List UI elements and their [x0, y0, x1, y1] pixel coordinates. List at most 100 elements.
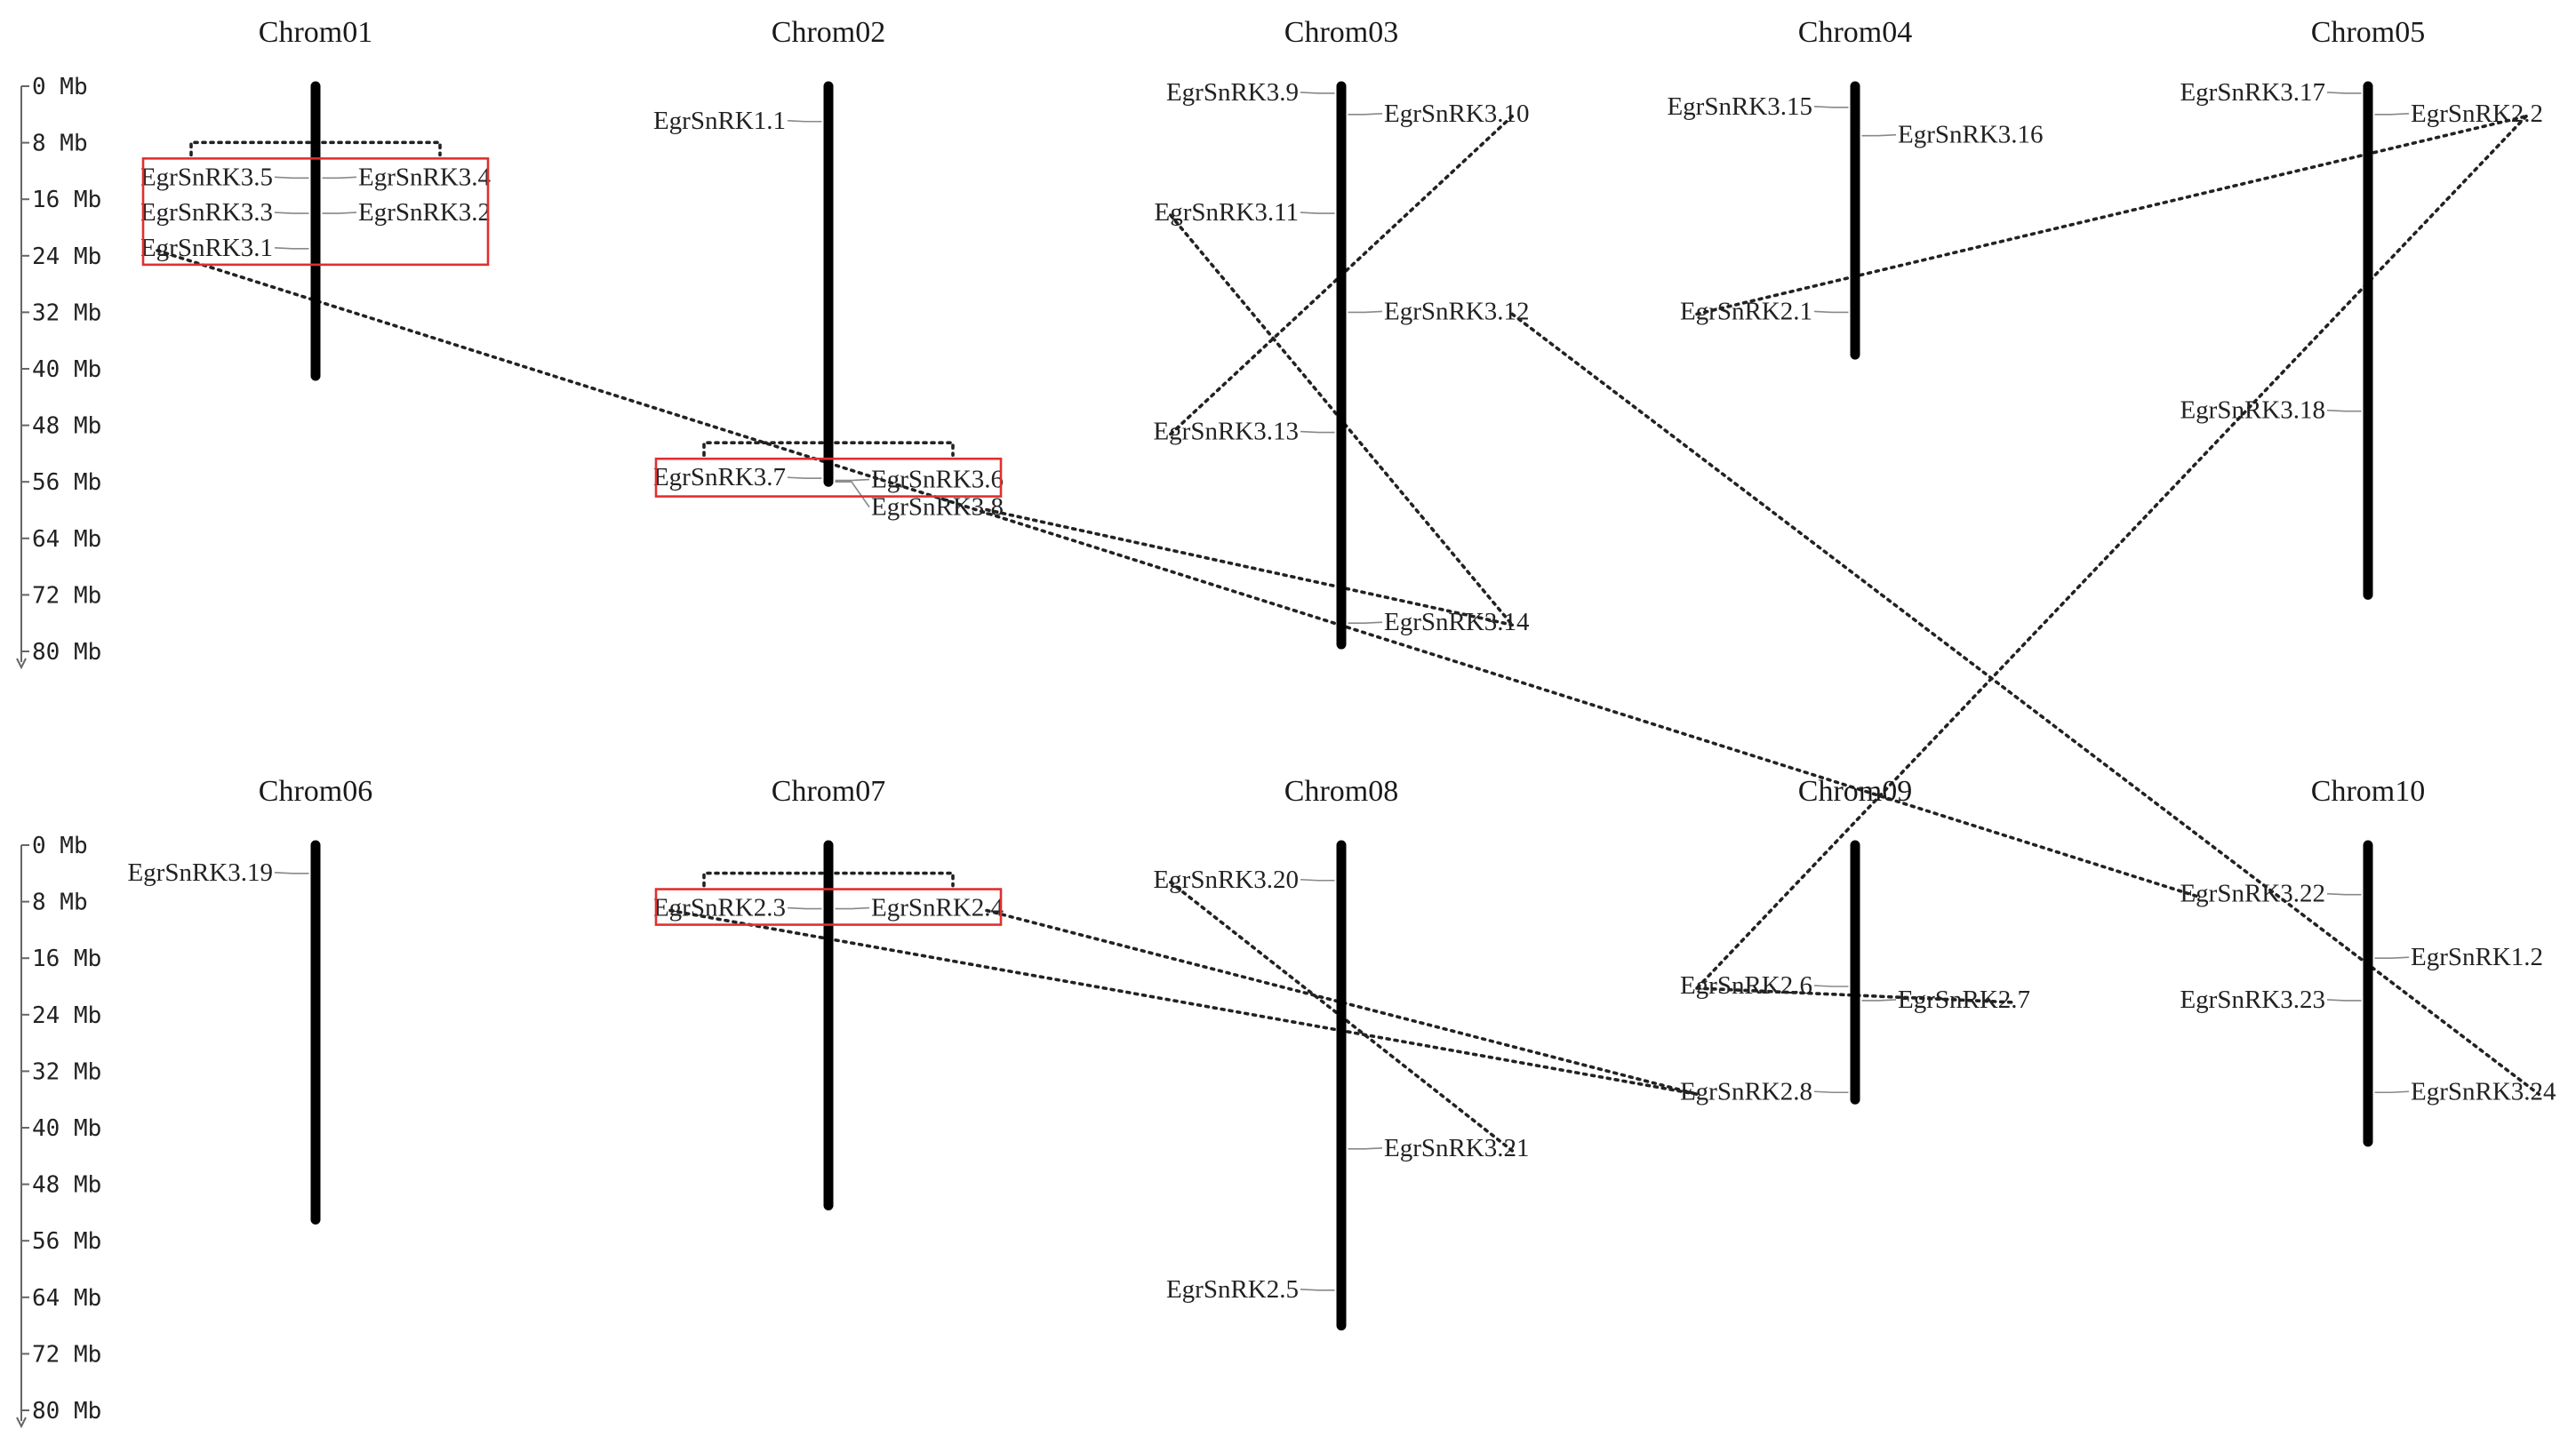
- gene-label-egrsnrk2-1: EgrSnRK2.1: [1680, 297, 1812, 325]
- axis-tick-label: 56 Mb: [32, 469, 101, 496]
- gene-label-egrsnrk3-23: EgrSnRK3.23: [2180, 986, 2325, 1014]
- gene-label-egrsnrk3-22: EgrSnRK3.22: [2180, 880, 2325, 908]
- gene-label-egrsnrk3-24: EgrSnRK3.24: [2411, 1077, 2556, 1106]
- gene-label-egrsnrk3-8: EgrSnRK3.8: [871, 493, 1004, 522]
- axis-tick-label: 48 Mb: [32, 413, 101, 440]
- gene-label-egrsnrk2-4: EgrSnRK2.4: [871, 894, 1004, 922]
- gene-label-egrsnrk3-3: EgrSnRK3.3: [140, 198, 273, 227]
- leader-egrsnrk2-3: [787, 906, 822, 910]
- tandem-cluster-box-1: [141, 157, 490, 267]
- leader-egrsnrk3-10: [1348, 113, 1383, 116]
- duplication-link-egrsnrk2-1-egrsnrk2-2: [1695, 115, 2528, 316]
- axis-tick-label: 8 Mb: [32, 131, 88, 157]
- leader-egrsnrk3-11: [1300, 212, 1335, 214]
- axis-tick-label: 72 Mb: [32, 582, 101, 609]
- axis-tick-label: 56 Mb: [32, 1228, 101, 1255]
- gene-label-egrsnrk3-9: EgrSnRK3.9: [1166, 78, 1299, 107]
- leader-egrsnrk2-7: [1861, 999, 1897, 1002]
- leader-egrsnrk3-20: [1300, 878, 1335, 882]
- axis-tick-label: 8 Mb: [32, 890, 88, 916]
- gene-label-egrsnrk3-13: EgrSnRK3.13: [1153, 418, 1299, 446]
- leader-egrsnrk3-24: [2374, 1090, 2410, 1094]
- leader-egrsnrk3-3: [274, 212, 309, 214]
- leader-egrsnrk2-1: [1813, 310, 1849, 314]
- gene-label-egrsnrk3-17: EgrSnRK3.17: [2180, 78, 2325, 107]
- leader-egrsnrk3-4: [322, 176, 357, 180]
- tandem-cluster-box-3: [654, 888, 1003, 926]
- gene-label-egrsnrk1-2: EgrSnRK1.2: [2411, 943, 2543, 971]
- leader-egrsnrk3-17: [2326, 92, 2362, 94]
- duplication-link-egrsnrk3-1-egrsnrk3-22: [156, 249, 2199, 898]
- axis-tick-label: 0 Mb: [32, 833, 88, 859]
- gene-label-egrsnrk2-7: EgrSnRK2.7: [1898, 986, 2030, 1014]
- gene-label-egrsnrk3-2: EgrSnRK3.2: [358, 198, 491, 227]
- axis-tick-label: 40 Mb: [32, 1115, 101, 1142]
- gene-label-egrsnrk2-6: EgrSnRK2.6: [1680, 971, 1812, 1000]
- leader-egrsnrk3-8: [835, 481, 870, 508]
- leader-egrsnrk3-23: [2326, 999, 2362, 1002]
- axis-tick-label: 64 Mb: [32, 526, 101, 553]
- axis-tick-label: 64 Mb: [32, 1285, 101, 1312]
- gene-label-egrsnrk3-15: EgrSnRK3.15: [1667, 92, 1812, 121]
- axis-tick-label: 80 Mb: [32, 639, 101, 666]
- leader-egrsnrk3-1: [274, 247, 309, 250]
- leader-egrsnrk2-8: [1813, 1090, 1849, 1094]
- leader-egrsnrk3-21: [1348, 1147, 1383, 1150]
- leader-egrsnrk2-2: [2374, 113, 2410, 116]
- gene-label-egrsnrk3-21: EgrSnRK3.21: [1384, 1134, 1530, 1162]
- gene-label-egrsnrk2-2: EgrSnRK2.2: [2411, 100, 2543, 128]
- leader-egrsnrk2-4: [835, 906, 870, 910]
- chromosome-title-chrom07: Chrom07: [772, 775, 885, 808]
- gene-label-egrsnrk3-10: EgrSnRK3.10: [1384, 100, 1530, 128]
- gene-label-egrsnrk2-8: EgrSnRK2.8: [1680, 1077, 1812, 1106]
- leader-egrsnrk3-2: [322, 212, 357, 214]
- axis-arrow-row1: [16, 658, 27, 670]
- gene-leader-lines: [274, 92, 2410, 1291]
- chromosome-title-chrom08: Chrom08: [1284, 775, 1398, 808]
- leader-egrsnrk3-15: [1813, 106, 1849, 108]
- axis-tick-label: 16 Mb: [32, 187, 101, 213]
- axis-tick-label: 40 Mb: [32, 356, 101, 383]
- leader-egrsnrk3-13: [1300, 430, 1335, 434]
- chromosome-title-chrom02: Chrom02: [772, 16, 885, 49]
- axis-tick-label: 32 Mb: [32, 1058, 101, 1085]
- leader-egrsnrk3-9: [1300, 92, 1335, 94]
- gene-label-egrsnrk3-5: EgrSnRK3.5: [140, 163, 273, 191]
- chromosome-title-chrom04: Chrom04: [1798, 16, 1912, 49]
- chromosome-bars: [310, 81, 2373, 1331]
- axis-tick-label: 48 Mb: [32, 1172, 101, 1199]
- gene-label-egrsnrk3-16: EgrSnRK3.16: [1898, 121, 2044, 149]
- gene-label-egrsnrk3-4: EgrSnRK3.4: [358, 163, 492, 191]
- duplication-link-egrsnrk2-6-egrsnrk2-7: [1695, 986, 2015, 1004]
- gene-label-egrsnrk2-3: EgrSnRK2.3: [653, 894, 786, 922]
- axis-tick-label: 24 Mb: [32, 1002, 101, 1029]
- leader-egrsnrk3-16: [1861, 133, 1897, 137]
- leader-egrsnrk3-6: [835, 478, 870, 482]
- tandem-cluster-boxes: [141, 157, 1003, 926]
- axis-tick-label: 0 Mb: [32, 74, 88, 100]
- leader-egrsnrk3-22: [2326, 892, 2362, 896]
- leader-egrsnrk3-14: [1348, 621, 1383, 624]
- gene-label-egrsnrk3-1: EgrSnRK3.1: [140, 234, 273, 262]
- leader-egrsnrk1-1: [787, 119, 822, 123]
- duplication-link-egrsnrk2-3-egrsnrk2-8: [668, 908, 1699, 1097]
- leader-egrsnrk3-19: [274, 872, 309, 874]
- axis-arrow-row2: [16, 1417, 27, 1429]
- tandem-cluster-box-2: [654, 457, 1003, 498]
- megabase-axes: 0 Mb 8 Mb 16 Mb 24 Mb 32 Mb 40 Mb 48 Mb 56 Mb 64…: [16, 74, 101, 1429]
- gene-label-egrsnrk3-18: EgrSnRK3.18: [2180, 396, 2325, 425]
- axis-tick-label: 24 Mb: [32, 243, 101, 270]
- gene-label-egrsnrk3-6: EgrSnRK3.6: [871, 466, 1004, 494]
- axis-tick-label: 80 Mb: [32, 1398, 101, 1425]
- chromosome-title-chrom10: Chrom10: [2311, 775, 2425, 808]
- duplication-link-egrsnrk3-8-egrsnrk3-14: [985, 507, 1514, 627]
- chromosome-title-chrom01: Chrom01: [259, 16, 372, 49]
- axis-tick-label: 72 Mb: [32, 1341, 101, 1368]
- gene-label-egrsnrk3-20: EgrSnRK3.20: [1153, 866, 1299, 894]
- duplication-link-egrsnrk3-12-egrsnrk3-24: [1510, 312, 2540, 1097]
- leader-egrsnrk1-2: [2374, 956, 2410, 959]
- gene-label-egrsnrk2-5: EgrSnRK2.5: [1166, 1275, 1299, 1304]
- leader-egrsnrk3-7: [787, 476, 822, 480]
